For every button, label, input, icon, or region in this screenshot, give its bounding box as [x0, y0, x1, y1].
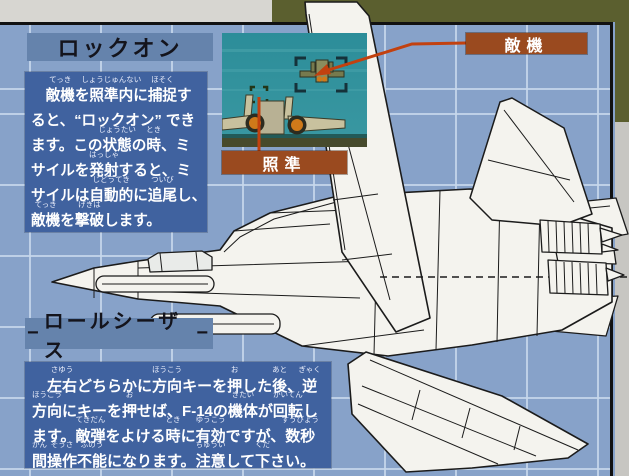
body-text-line: 間かん操作そうさ不能ふのうになります。注意ちゅういして下ください。	[32, 440, 316, 470]
horizon-strip	[222, 134, 367, 138]
crosshair-sprite	[249, 85, 269, 104]
body-text-line: ます。敵弾てきだんをよける時ときに有効ゆうこうですが、数秒すうびょう	[32, 415, 320, 445]
section-title-lockon: ロックオン	[27, 33, 213, 61]
roll-description-box: 左右さゆうどちらかに方向ほうこうキーを押おした後あと、逆ぎゃく方向ほうこうにキー…	[25, 362, 331, 470]
page-margin-top	[0, 0, 272, 22]
title-dash-left: −	[27, 322, 42, 344]
enemy-callout-label: 敵機	[466, 33, 587, 55]
body-text-line: 左右さゆうどちらかに方向ほうこうキーを押おした後あと、逆ぎゃく	[47, 365, 321, 395]
game-screenshot	[222, 33, 367, 147]
enemy-jet-sprite	[299, 59, 345, 83]
lockon-description-box: 敵機てっきを照準内しょうじゅんないに捕捉ほそくすると、“ロックオン” できます。…	[25, 72, 207, 232]
section-title-roll-scissors: − ロールシーザス −	[25, 311, 213, 362]
body-text-line: サイルは自動的じどうてきに追尾ついびし、	[31, 175, 207, 204]
body-text-line: 敵機てっきを照準内しょうじゅんないに捕捉ほそくす	[45, 75, 192, 104]
player-jet-sprite	[222, 94, 346, 135]
enemy-label-text: 敵機	[504, 37, 549, 55]
roll-title-text: ロールシーザス	[43, 310, 182, 362]
body-text-line: サイルを発射はっしゃすると、ミ	[31, 150, 191, 179]
page-margin-right-upper	[615, 22, 629, 122]
body-text-line: ると、“ロックオン” でき	[31, 113, 196, 129]
body-text-line: 方向ほうこうにキーを押おせば、F-14の機体きたいが回転かいてんし	[32, 390, 318, 420]
crosshair-callout-label: 照準	[222, 151, 347, 174]
crosshair-label-text: 照準	[262, 156, 307, 174]
body-text-line: 敵機てっきを撃破げきはします。	[31, 200, 161, 229]
body-text-line: ます。この状態じょうたいの時とき、ミ	[31, 125, 191, 154]
title-dash-right: −	[196, 322, 211, 344]
lockon-title-text: ロックオン	[57, 36, 183, 61]
